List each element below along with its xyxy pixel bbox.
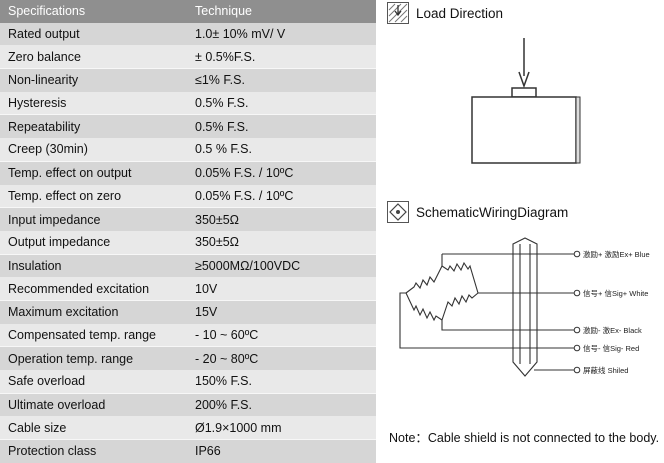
spec-value-cell: - 10 ~ 60ºC bbox=[195, 323, 376, 348]
cable-sheath bbox=[512, 237, 538, 377]
bridge-resistor-4 bbox=[405, 292, 443, 322]
spec-value-cell: 0.5% F.S. bbox=[195, 114, 376, 139]
sensor-body bbox=[471, 96, 577, 164]
spec-name-cell: Temp. effect on output bbox=[0, 161, 195, 185]
bridge-resistor-2 bbox=[441, 261, 479, 294]
spec-name-cell: Zero balance bbox=[0, 45, 195, 70]
wiring-schematic-icon bbox=[387, 201, 409, 223]
terminal-2 bbox=[573, 289, 581, 297]
table-row: Non-linearity≤1% F.S. bbox=[0, 68, 376, 92]
spec-value-cell: 0.5% F.S. bbox=[195, 91, 376, 116]
table-header-row: Specifications Technique bbox=[0, 0, 376, 23]
wiring-diagram-header: SchematicWiringDiagram bbox=[387, 201, 568, 223]
spec-name-cell: Cable size bbox=[0, 416, 195, 441]
spec-name-cell: Output impedance bbox=[0, 230, 195, 255]
wire-label-signal-plus: 信号+ 信Sig+ White bbox=[583, 288, 648, 298]
spec-value-cell: 0.05% F.S. / 10ºC bbox=[195, 161, 376, 185]
wire-label-shield: 屏蔽线 Shiled bbox=[583, 365, 628, 375]
spec-name-cell: Non-linearity bbox=[0, 68, 195, 92]
column-header-specifications: Specifications bbox=[0, 0, 195, 23]
spec-value-cell: 0.5 % F.S. bbox=[195, 138, 376, 162]
spec-name-cell: Insulation bbox=[0, 254, 195, 278]
wire-label-signal-minus: 信号- 信Sig- Red bbox=[583, 343, 639, 353]
spec-value-cell: - 20 ~ 80ºC bbox=[195, 346, 376, 370]
bridge-resistor-1 bbox=[405, 265, 443, 294]
wire-signal-minus bbox=[399, 292, 574, 349]
table-row: Operation temp. range- 20 ~ 80ºC bbox=[0, 346, 376, 370]
spec-value-cell: 15V bbox=[195, 300, 376, 324]
wiring-diagram-title: SchematicWiringDiagram bbox=[416, 204, 569, 220]
terminal-3 bbox=[573, 326, 581, 334]
spec-value-cell: ≥5000MΩ/100VDC bbox=[195, 254, 376, 278]
column-header-technique: Technique bbox=[195, 0, 376, 23]
load-arrow-head bbox=[518, 71, 530, 89]
spec-value-cell: 1.0± 10% mV/ V bbox=[195, 22, 376, 46]
table-row: Creep (30min)0.5 % F.S. bbox=[0, 138, 376, 162]
load-direction-title: Load Direction bbox=[416, 5, 504, 21]
bridge-resistor-3 bbox=[441, 292, 479, 321]
spec-value-cell: 350±5Ω bbox=[195, 230, 376, 255]
wiring-schematic: 激励+ 激励Ex+ Blue 信号+ 信Sig+ White 激励- 激Ex- … bbox=[399, 237, 650, 377]
spec-name-cell: Maximum excitation bbox=[0, 300, 195, 324]
spec-name-cell: Creep (30min) bbox=[0, 138, 195, 162]
spec-name-cell: Repeatability bbox=[0, 114, 195, 139]
spec-name-cell: Protection class bbox=[0, 439, 195, 463]
spec-name-cell: Input impedance bbox=[0, 207, 195, 231]
load-direction-diagram bbox=[471, 38, 581, 164]
spec-name-cell: Ultimate overload bbox=[0, 393, 195, 417]
terminal-5 bbox=[573, 366, 581, 374]
spec-value-cell: 150% F.S. bbox=[195, 370, 376, 394]
table-row: Compensated temp. range- 10 ~ 60ºC bbox=[0, 323, 376, 348]
spec-name-cell: Compensated temp. range bbox=[0, 323, 195, 348]
table-row: Zero balance± 0.5%F.S. bbox=[0, 45, 376, 70]
spec-value-cell: IP66 bbox=[195, 439, 376, 463]
wire-label-excitation-minus: 激励- 激Ex- Black bbox=[583, 325, 642, 335]
spec-value-cell: 200% F.S. bbox=[195, 393, 376, 417]
spec-name-cell: Safe overload bbox=[0, 370, 195, 394]
terminal-4 bbox=[573, 344, 581, 352]
terminal-1 bbox=[573, 250, 581, 258]
wire-label-excitation-plus: 激励+ 激励Ex+ Blue bbox=[583, 249, 650, 259]
load-button bbox=[511, 87, 537, 98]
spec-value-cell: ± 0.5%F.S. bbox=[195, 45, 376, 70]
spec-value-cell: 350±5Ω bbox=[195, 207, 376, 231]
spec-value-cell: ≤1% F.S. bbox=[195, 68, 376, 92]
spec-name-cell: Temp. effect on zero bbox=[0, 184, 195, 209]
wire-excitation-minus bbox=[441, 320, 574, 331]
spec-name-cell: Rated output bbox=[0, 22, 195, 46]
spec-name-cell: Recommended excitation bbox=[0, 277, 195, 301]
table-row: Insulation≥5000MΩ/100VDC bbox=[0, 254, 376, 278]
cable-shield-note: Note：Cable shield is not connected to th… bbox=[389, 431, 660, 445]
hatched-square-icon bbox=[387, 2, 409, 24]
spec-value-cell: 10V bbox=[195, 277, 376, 301]
spec-value-cell: Ø1.9×1000 mm bbox=[195, 416, 376, 441]
load-direction-header: Load Direction bbox=[387, 2, 503, 24]
spec-name-cell: Operation temp. range bbox=[0, 346, 195, 370]
spec-name-cell: Hysteresis bbox=[0, 91, 195, 116]
sensor-body-side bbox=[575, 96, 581, 164]
spec-value-cell: 0.05% F.S. / 10ºC bbox=[195, 184, 376, 209]
